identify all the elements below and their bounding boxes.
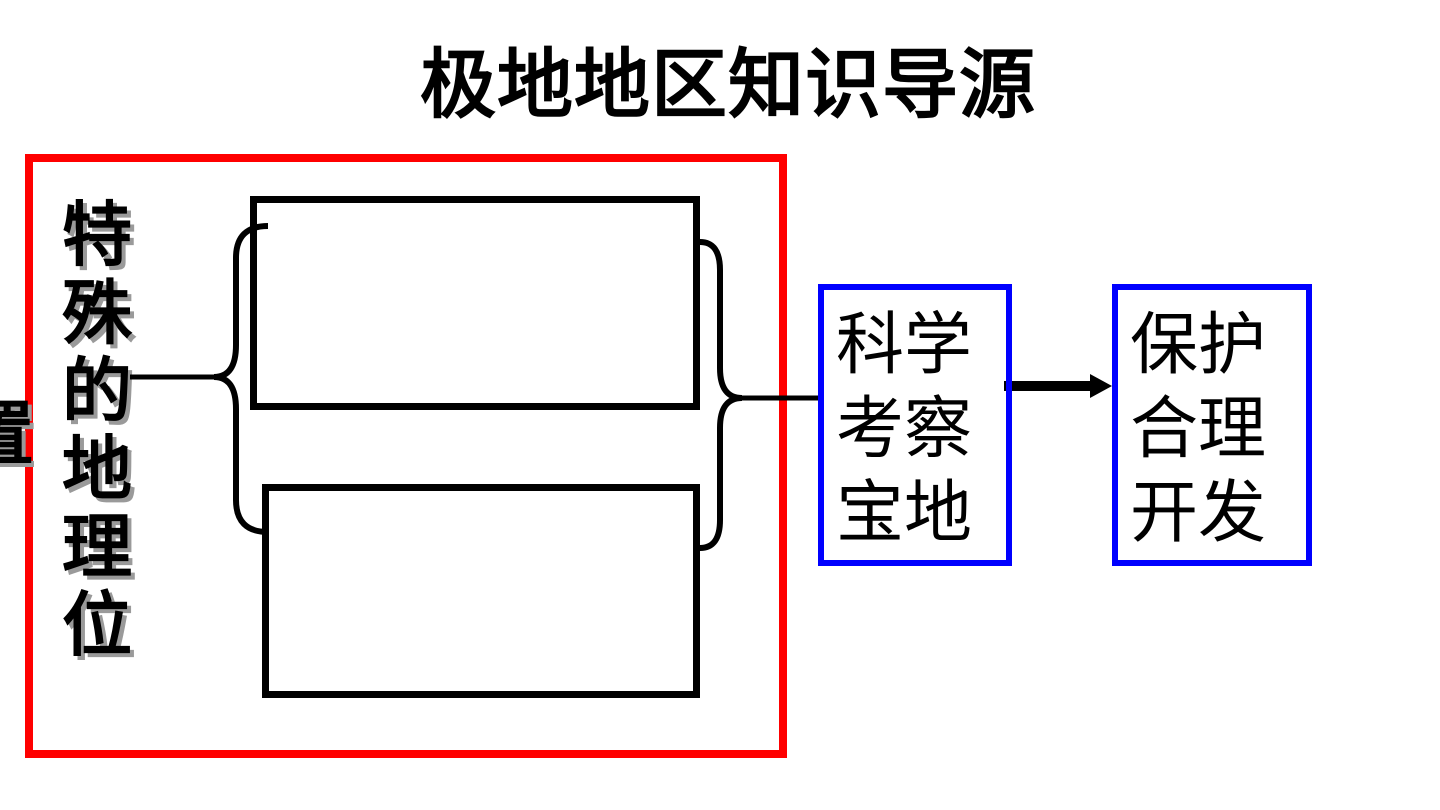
science-to-protect-arrowhead	[1090, 374, 1112, 398]
geographic-position-frame	[25, 154, 787, 758]
branch-box-bottom	[262, 484, 700, 698]
branch-box-top	[250, 196, 700, 410]
protect-develop-box: 保护合理开发	[1112, 284, 1312, 566]
diagram-title: 极地地区知识导源	[420, 40, 1036, 129]
cut-off-character: 置	[0, 394, 34, 474]
science-expedition-box: 科学考察宝地	[818, 284, 1012, 566]
geographic-position-label: 特殊的地理位	[62, 194, 132, 666]
